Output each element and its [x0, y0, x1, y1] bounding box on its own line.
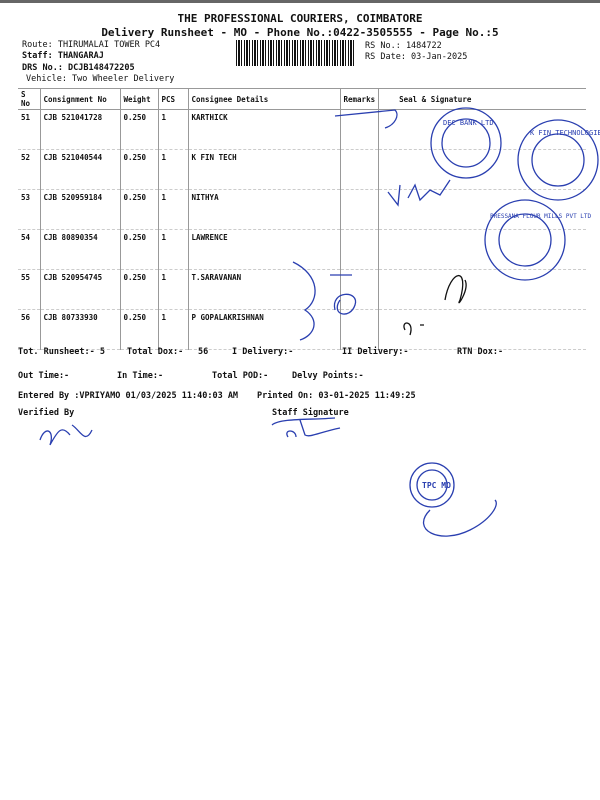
vehicle: Vehicle: Two Wheeler Delivery	[26, 74, 175, 84]
cell-weight: 0.250	[119, 109, 158, 150]
cell-cno: CJB 80890354	[39, 229, 120, 270]
rs-date: RS Date: 03-Jan-2025	[365, 52, 468, 62]
svg-text:TPC MO: TPC MO	[422, 481, 451, 490]
verified-by: Verified By	[18, 408, 75, 418]
cell-remarks	[339, 189, 379, 230]
cell-cno: CJB 80733930	[39, 309, 120, 350]
col-weight: Weight	[119, 88, 158, 110]
rtn-dox: RTN Dox:-	[457, 347, 504, 357]
cell-seal	[378, 149, 586, 190]
cell-consignee: LAWRENCE	[187, 229, 340, 270]
cell-remarks	[339, 269, 379, 310]
delvy-points: Delvy Points:-	[292, 371, 364, 381]
route: Route: THIRUMALAI TOWER PC4	[22, 40, 161, 50]
tot-runsheet: Tot. Runsheet:- 5	[18, 347, 105, 357]
cell-consignee: P GOPALAKRISHNAN	[187, 309, 340, 350]
staff-sign-mark	[271, 417, 341, 438]
col-consignee: Consignee Details	[187, 88, 340, 110]
cell-consignee: KARTHICK	[187, 109, 340, 150]
cell-consignee: K FIN TECH	[187, 149, 340, 190]
cell-weight: 0.250	[119, 189, 158, 230]
cell-seal	[378, 229, 586, 270]
i-delivery: I Delivery:-	[232, 347, 294, 357]
col-remarks: Remarks	[339, 88, 379, 110]
cell-sno: 53	[18, 189, 40, 230]
cell-remarks	[339, 149, 379, 190]
cell-weight: 0.250	[119, 229, 158, 270]
runsheet-table: S No Consignment No Weight PCS Consignee…	[18, 88, 586, 350]
col-seal: Seal & Signature	[378, 88, 586, 110]
cell-sno: 55	[18, 269, 40, 310]
cell-remarks	[339, 229, 379, 270]
printed-on: Printed On: 03-01-2025 11:49:25	[257, 391, 416, 401]
cell-seal	[378, 189, 586, 230]
runsheet-title: Delivery Runsheet - MO - Phone No.:0422-…	[101, 26, 499, 39]
cell-pcs: 1	[157, 309, 188, 350]
cell-cno: CJB 521041728	[39, 109, 120, 150]
col-consignment: Consignment No	[39, 88, 120, 110]
out-time: Out Time:-	[18, 371, 70, 381]
cell-weight: 0.250	[119, 269, 158, 310]
barcode	[236, 40, 356, 66]
cell-weight: 0.250	[119, 149, 158, 190]
cell-pcs: 1	[157, 149, 188, 190]
cell-sno: 52	[18, 149, 40, 190]
col-sno: S No	[18, 88, 40, 110]
ii-delivery: II Delivery:-	[342, 347, 409, 357]
total-dox-value: 56	[198, 347, 209, 357]
cell-cno: CJB 521040544	[39, 149, 120, 190]
cell-seal	[378, 269, 586, 310]
cell-seal	[378, 309, 586, 350]
cell-sno: 51	[18, 109, 40, 150]
rs-no: RS No.: 1484722	[365, 41, 442, 51]
cell-remarks	[339, 309, 379, 350]
cell-consignee: T.SARAVANAN	[187, 269, 340, 310]
cell-cno: CJB 520959184	[39, 189, 120, 230]
cell-consignee: NITHYA	[187, 189, 340, 230]
total-pod: Total POD:-	[212, 371, 269, 381]
col-pcs: PCS	[157, 88, 188, 110]
cell-cno: CJB 520954745	[39, 269, 120, 310]
total-dox: Total Dox:-	[127, 347, 184, 357]
cell-sno: 56	[18, 309, 40, 350]
cell-pcs: 1	[157, 189, 188, 230]
tpc-stamp: TPC MO	[409, 462, 497, 537]
cell-sno: 54	[18, 229, 40, 270]
staff: Staff: THANGARAJ	[22, 51, 104, 61]
cell-pcs: 1	[157, 229, 188, 270]
entered-by: Entered By :VPRIYAMO 01/03/2025 11:40:03…	[18, 391, 239, 401]
cell-remarks	[339, 109, 379, 150]
verified-signature	[39, 424, 93, 446]
cell-weight: 0.250	[119, 309, 158, 350]
cell-pcs: 1	[157, 269, 188, 310]
company-title: THE PROFESSIONAL COURIERS, COIMBATORE	[177, 12, 423, 25]
scan-edge	[0, 0, 600, 3]
drs-no: DRS No.: DCJB148472205	[22, 63, 135, 73]
staff-signature: Staff Signature	[272, 408, 349, 418]
in-time: In Time:-	[117, 371, 164, 381]
cell-pcs: 1	[157, 109, 188, 150]
cell-seal	[378, 109, 586, 150]
